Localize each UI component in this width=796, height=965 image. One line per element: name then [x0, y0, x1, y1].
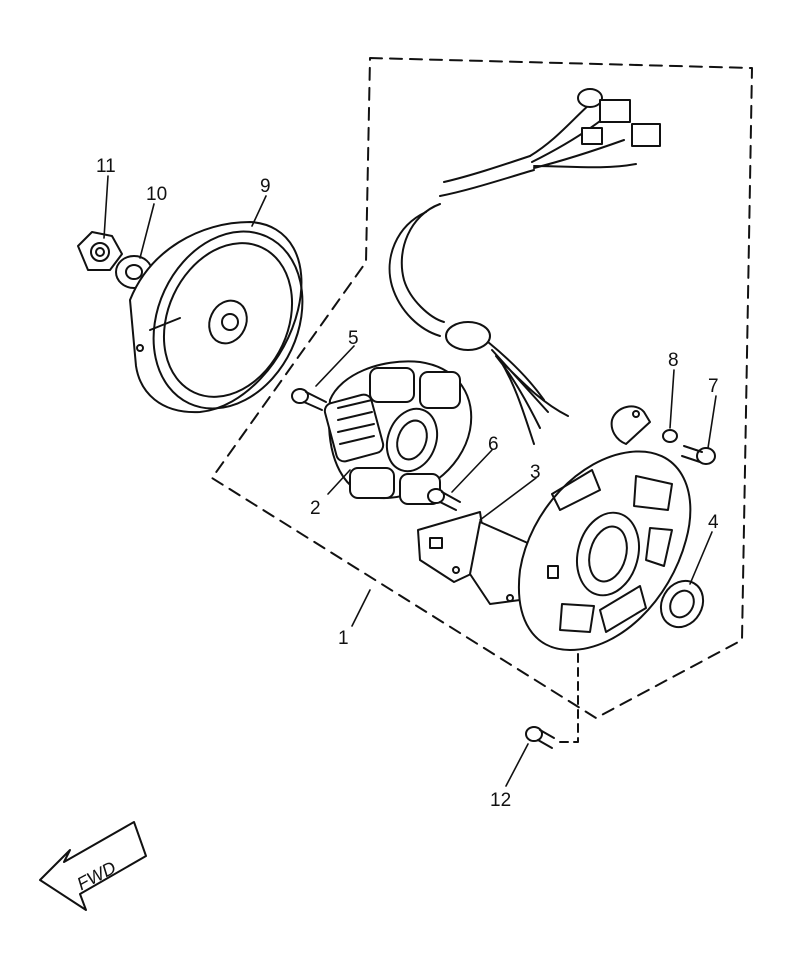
- leader-lines: [103, 175, 717, 787]
- pickup-coil-part-3: [417, 511, 531, 605]
- callout-6: 6: [488, 434, 499, 455]
- lead-clamp: [610, 405, 651, 445]
- callout-10: 10: [146, 184, 167, 205]
- washer-part-8: [662, 429, 678, 443]
- nut-part-11: [77, 231, 123, 271]
- assembly-boundary: [211, 57, 753, 719]
- callout-5: 5: [348, 328, 359, 349]
- forward-direction-arrow: [39, 821, 147, 911]
- stator-coil-part-2: [323, 360, 473, 505]
- callout-7: 7: [708, 376, 719, 397]
- screw-part-5: [291, 388, 327, 411]
- callout-8: 8: [668, 350, 679, 371]
- callout-4: 4: [708, 512, 719, 533]
- screw-part-7: [681, 445, 716, 465]
- callout-3: 3: [530, 462, 541, 483]
- screw-alignment-line: [555, 639, 579, 743]
- callout-2: 2: [310, 498, 321, 519]
- callout-12: 12: [490, 790, 511, 811]
- screw-part-12: [525, 726, 555, 749]
- callout-11: 11: [96, 156, 116, 177]
- stator-base-plate: [518, 450, 692, 651]
- callout-1: 1: [338, 628, 349, 649]
- callout-9: 9: [260, 176, 271, 197]
- wire-harness: [388, 88, 661, 445]
- oil-seal-part-4: [659, 579, 705, 629]
- screw-part-6: [427, 488, 461, 511]
- flywheel-rotor-part-9: [129, 221, 304, 414]
